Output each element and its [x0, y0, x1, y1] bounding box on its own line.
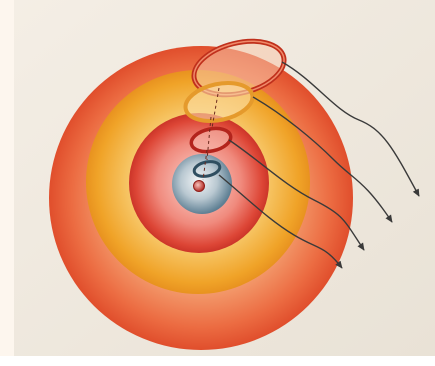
left-margin-strip [0, 0, 14, 366]
bottom-margin-strip [0, 356, 435, 366]
concentric-spheres-illustration [14, 0, 435, 356]
nucleus [194, 181, 205, 192]
